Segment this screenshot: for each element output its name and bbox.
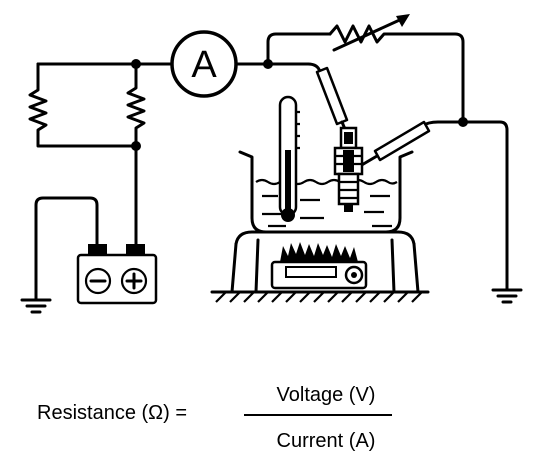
flame-icon bbox=[280, 242, 358, 262]
formula-denominator: Current (A) bbox=[277, 430, 376, 452]
formula-numerator: Voltage (V) bbox=[277, 384, 376, 406]
burner-icon bbox=[270, 242, 368, 290]
test-probe-icon bbox=[358, 120, 465, 168]
formula-lhs: Resistance (Ω) = bbox=[37, 402, 187, 424]
resistance-formula: Resistance (Ω) = Voltage (V) Current (A) bbox=[37, 384, 392, 452]
water-bath-icon bbox=[238, 150, 414, 234]
ground-icon bbox=[20, 298, 52, 314]
junction-dot bbox=[131, 141, 141, 151]
table-surface bbox=[210, 290, 430, 303]
parallel-resistor-network bbox=[28, 59, 174, 252]
test-probe-icon bbox=[306, 62, 349, 136]
resistor-icon bbox=[28, 62, 138, 148]
positive-terminal-icon bbox=[120, 267, 148, 295]
ammeter-label: A bbox=[191, 44, 217, 86]
resistor-icon bbox=[126, 62, 146, 148]
junction-dot bbox=[131, 59, 141, 69]
stand-icon bbox=[230, 230, 420, 294]
thermometer-icon bbox=[278, 95, 300, 222]
ammeter-icon: A bbox=[170, 30, 238, 98]
ground-icon bbox=[491, 288, 523, 304]
negative-terminal-icon bbox=[84, 267, 112, 295]
variable-resistor-icon bbox=[328, 14, 465, 124]
sensor-icon bbox=[333, 126, 364, 212]
battery-icon bbox=[34, 196, 158, 305]
